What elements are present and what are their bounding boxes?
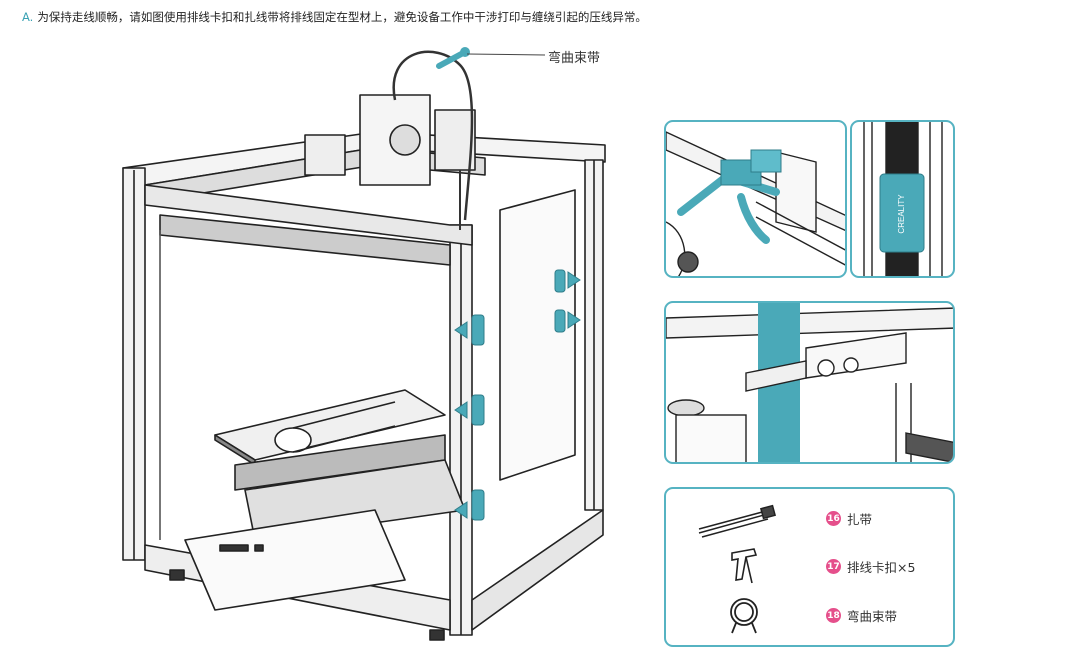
accessory-number-badge: 16 bbox=[826, 511, 841, 526]
cable-tie-icon bbox=[698, 504, 777, 538]
detail-panel-clip-closeup bbox=[664, 120, 847, 278]
brand-mark: CREALITY bbox=[897, 194, 906, 234]
cable-clip-icon bbox=[731, 548, 758, 584]
printer-illustration bbox=[122, 47, 606, 641]
detail-panel-strap-top bbox=[664, 301, 955, 464]
callout-label: 弯曲束带 bbox=[548, 51, 601, 66]
instruction-body: 为保持走线顺畅，请如图使用排线卡扣和扎线带将排线固定在型材上，避免设备工作中干涉… bbox=[37, 10, 647, 24]
clip-closeup-illustration bbox=[666, 131, 845, 276]
bending-strap-icon bbox=[730, 598, 758, 634]
accessories-panel: 16 扎带 17 排线卡扣×5 18 弯曲束带 bbox=[664, 487, 955, 647]
accessory-label: 扎带 bbox=[847, 512, 873, 527]
accessory-item-16: 16 扎带 bbox=[826, 509, 872, 528]
accessory-number-badge: 17 bbox=[826, 559, 841, 574]
accessory-label: 排线卡扣×5 bbox=[847, 560, 916, 575]
profile-clip-illustration: CREALITY bbox=[863, 122, 943, 276]
strap-top-illustration bbox=[666, 303, 953, 462]
accessory-label: 弯曲束带 bbox=[847, 609, 898, 624]
instruction-prefix: A. bbox=[22, 10, 34, 24]
accessory-item-17: 17 排线卡扣×5 bbox=[826, 557, 915, 576]
detail-panel-profile-clip: CREALITY bbox=[850, 120, 955, 278]
accessory-number-badge: 18 bbox=[826, 608, 841, 623]
accessory-item-18: 18 弯曲束带 bbox=[826, 606, 897, 625]
instruction-text: A.为保持走线顺畅，请如图使用排线卡扣和扎线带将排线固定在型材上，避免设备工作中… bbox=[22, 9, 647, 25]
